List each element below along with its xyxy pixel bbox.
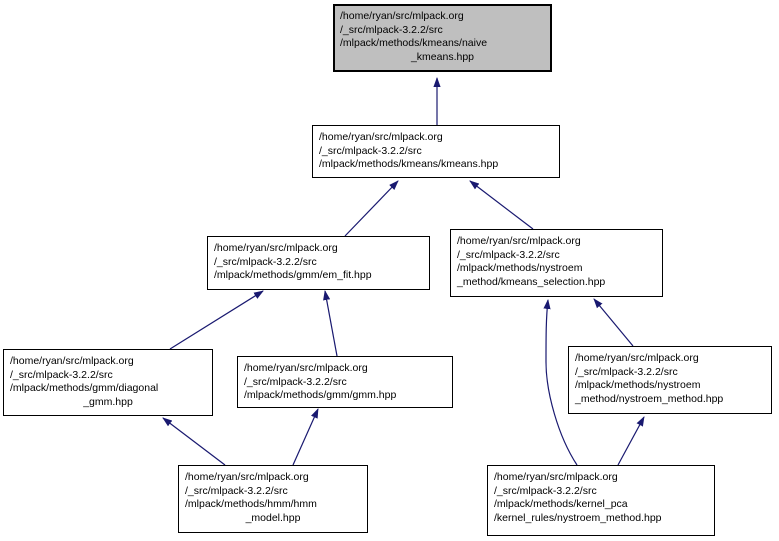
node-nystroem-method[interactable]: /home/ryan/src/mlpack.org /_src/mlpack-3…: [568, 346, 772, 414]
node-line: /home/ryan/src/mlpack.org: [457, 235, 581, 247]
node-line: /mlpack/methods/gmm/gmm.hpp: [244, 389, 397, 401]
node-line: _model.hpp: [245, 511, 301, 524]
node-line: /home/ryan/src/mlpack.org: [185, 471, 309, 483]
node-line: /_src/mlpack-3.2.2/src: [185, 484, 288, 497]
edge-em-fit-to-kmeans: [344, 180, 399, 237]
node-line: /home/ryan/src/mlpack.org: [494, 471, 618, 483]
node-line: /_src/mlpack-3.2.2/src: [457, 248, 560, 261]
node-kernel-pca-nystroem[interactable]: /home/ryan/src/mlpack.org /_src/mlpack-3…: [487, 465, 715, 536]
node-line: /home/ryan/src/mlpack.org: [340, 10, 464, 22]
node-naive-kmeans[interactable]: /home/ryan/src/mlpack.org /_src/mlpack-3…: [333, 4, 552, 72]
node-gmm[interactable]: /home/ryan/src/mlpack.org /_src/mlpack-3…: [237, 356, 453, 408]
node-line: /home/ryan/src/mlpack.org: [319, 131, 443, 143]
node-line: /home/ryan/src/mlpack.org: [575, 352, 699, 364]
node-line: /kernel_rules/nystroem_method.hpp: [494, 511, 662, 524]
node-line: /home/ryan/src/mlpack.org: [244, 362, 368, 374]
node-line: _method/nystroem_method.hpp: [575, 392, 724, 405]
node-line: /home/ryan/src/mlpack.org: [10, 355, 134, 367]
node-line: /mlpack/methods/hmm/hmm: [185, 498, 317, 510]
node-line: /mlpack/methods/nystroem: [575, 379, 701, 391]
node-line: /mlpack/methods/nystroem: [457, 262, 583, 274]
node-line: _gmm.hpp: [83, 395, 133, 408]
node-line: _method/kmeans_selection.hpp: [457, 275, 606, 288]
node-line: /_src/mlpack-3.2.2/src: [494, 484, 597, 497]
edge-nystroem-method-to-kmeans-selection: [593, 298, 634, 347]
node-line: /mlpack/methods/gmm/em_fit.hpp: [214, 269, 372, 281]
edge-kernel-pca-nystroem-to-kmeans-selection: [543, 299, 578, 466]
node-line: /mlpack/methods/kmeans/naive: [340, 37, 488, 49]
node-em-fit[interactable]: /home/ryan/src/mlpack.org /_src/mlpack-3…: [207, 236, 430, 290]
edge-hmm-model-to-gmm: [292, 408, 319, 466]
node-line: /home/ryan/src/mlpack.org: [214, 242, 338, 254]
edge-gmm-to-em-fit: [323, 290, 338, 357]
edge-kernel-pca-nystroem-to-nystroem-method: [617, 416, 645, 466]
node-kmeans[interactable]: /home/ryan/src/mlpack.org /_src/mlpack-3…: [312, 125, 560, 178]
node-line: /_src/mlpack-3.2.2/src: [340, 23, 443, 36]
node-line: /mlpack/methods/kernel_pca: [494, 498, 628, 510]
node-line: /_src/mlpack-3.2.2/src: [214, 255, 317, 268]
edge-diagonal-gmm-to-em-fit: [169, 290, 264, 350]
node-kmeans-selection[interactable]: /home/ryan/src/mlpack.org /_src/mlpack-3…: [450, 229, 663, 297]
node-line: /mlpack/methods/gmm/diagonal: [10, 382, 159, 394]
node-line: /mlpack/methods/kmeans/kmeans.hpp: [319, 158, 499, 170]
node-line: /_src/mlpack-3.2.2/src: [575, 365, 678, 378]
node-hmm-model[interactable]: /home/ryan/src/mlpack.org /_src/mlpack-3…: [178, 465, 368, 533]
node-line: _kmeans.hpp: [410, 50, 475, 63]
node-line: /_src/mlpack-3.2.2/src: [319, 144, 422, 157]
node-diagonal-gmm[interactable]: /home/ryan/src/mlpack.org /_src/mlpack-3…: [3, 349, 213, 416]
edge-hmm-model-to-diagonal-gmm: [162, 417, 226, 466]
node-line: /_src/mlpack-3.2.2/src: [10, 368, 113, 381]
edge-kmeans-selection-to-kmeans: [469, 180, 534, 230]
node-line: /_src/mlpack-3.2.2/src: [244, 375, 347, 388]
